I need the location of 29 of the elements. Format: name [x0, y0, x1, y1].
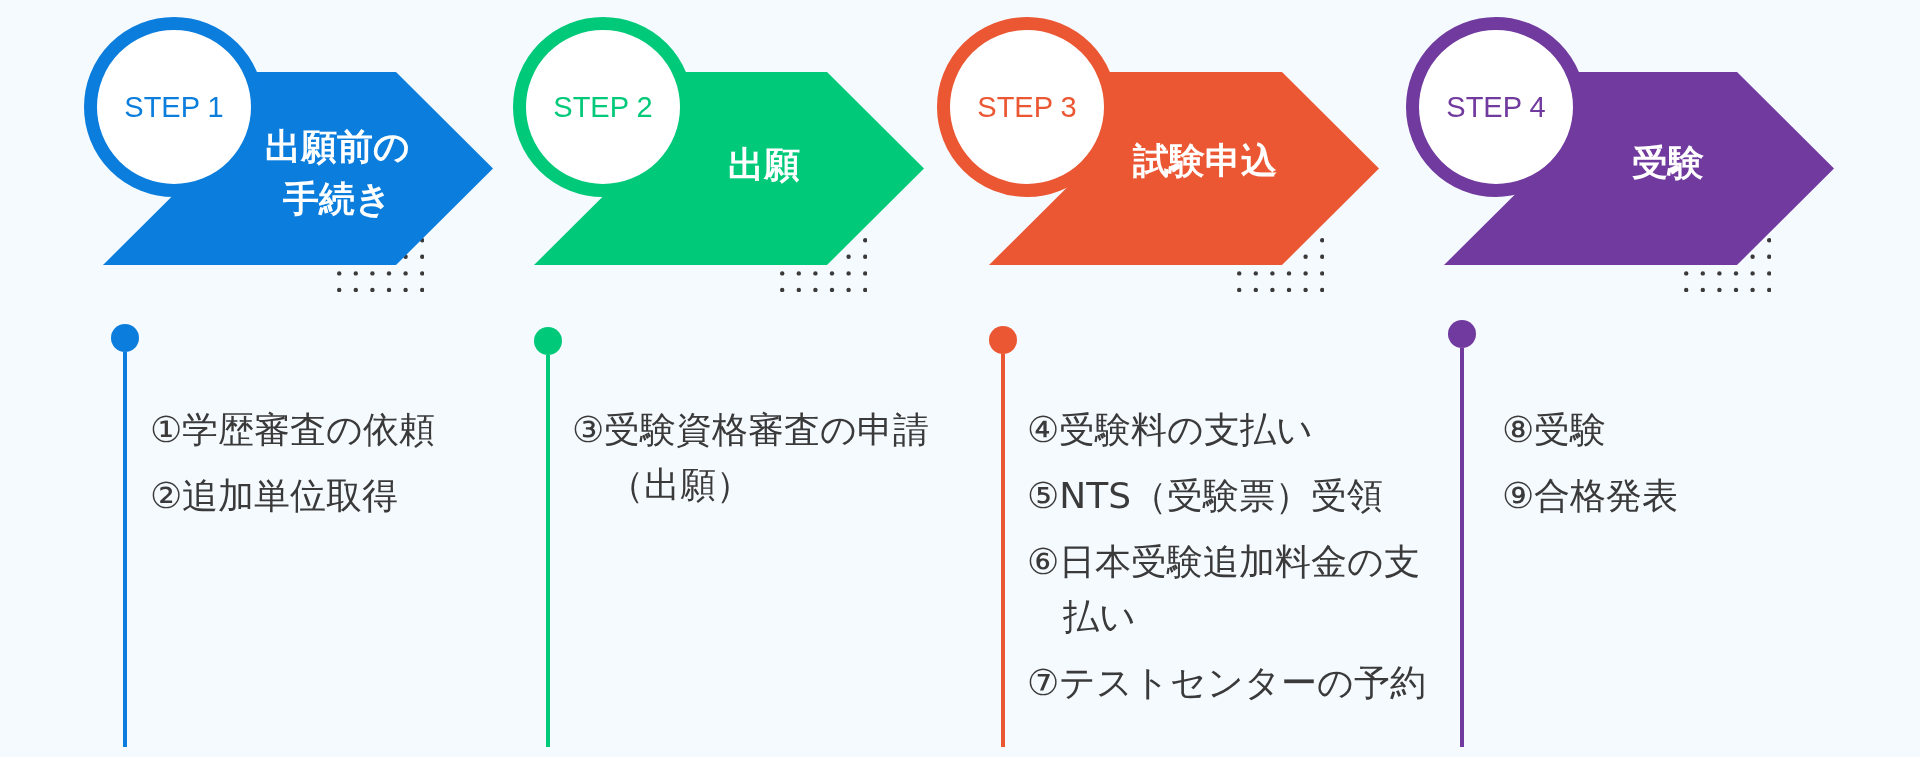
task-text: ⑧受験: [1502, 408, 1607, 452]
step-title: 出願前の手続き: [263, 125, 411, 221]
task-text: ①学歴審査の依頼: [150, 408, 436, 452]
task-text: ④受験料の支払い: [1027, 408, 1314, 452]
task-text: ②追加単位取得: [150, 474, 399, 518]
timeline-line: [1460, 348, 1464, 747]
timeline-line: [123, 352, 127, 747]
step-title: 出願: [728, 143, 800, 187]
step-title: 受験: [1632, 141, 1704, 185]
task-text: ⑥日本受験追加料金の支払い: [1027, 540, 1422, 639]
task-text: ③受験資格審査の申請（出願）: [572, 408, 931, 507]
task-text: ⑨合格発表: [1502, 474, 1679, 518]
step-label: STEP 2: [553, 90, 653, 124]
timeline-line: [546, 355, 550, 747]
step-banner: [937, 17, 1379, 265]
step-banner: [84, 17, 493, 265]
timeline-dot: [1448, 320, 1476, 348]
task-text: ⑤NTS（受験票）受領: [1027, 474, 1384, 518]
step-banner: [513, 17, 924, 265]
timeline-dot: [111, 324, 139, 352]
step-title: 試験申込: [1133, 139, 1277, 183]
timeline-line: [1001, 354, 1005, 747]
step-label: STEP 1: [124, 90, 224, 124]
task-text: ⑦テストセンターの予約: [1027, 661, 1427, 705]
step-label: STEP 3: [977, 90, 1077, 124]
step-banner: [1406, 17, 1834, 265]
timeline-dot: [989, 326, 1017, 354]
step-label: STEP 4: [1446, 90, 1546, 124]
timeline-dot: [534, 327, 562, 355]
